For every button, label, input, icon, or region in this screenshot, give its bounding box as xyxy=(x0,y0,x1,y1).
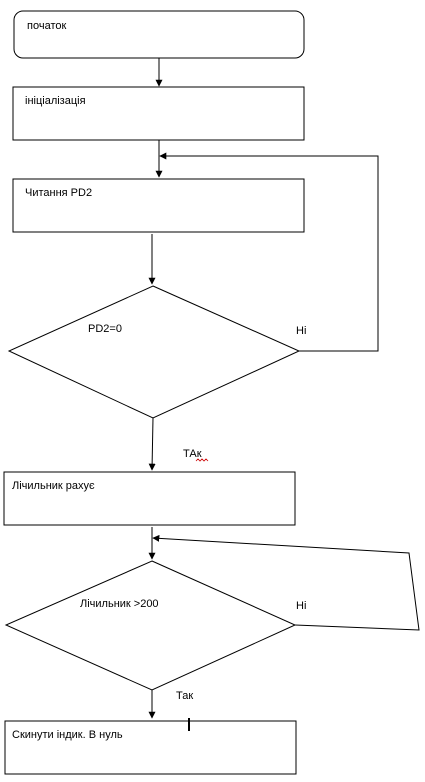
counter-yes-label: Так xyxy=(176,690,193,702)
counter-label: Лічильник рахує xyxy=(12,480,95,492)
counter-decision-label: Лічильник >200 xyxy=(80,598,159,610)
read-pd2-node xyxy=(12,178,305,233)
pd2-no-loop xyxy=(159,152,379,352)
init-label: ініціалізація xyxy=(25,95,86,107)
reset-label: Скинути індик. В нуль xyxy=(12,729,123,741)
counter-decision-node xyxy=(4,560,297,691)
start-node xyxy=(13,10,305,59)
read-pd2-label: Читання PD2 xyxy=(25,187,92,199)
pd2-yes-label: ТАк xyxy=(183,448,202,460)
counter-node xyxy=(3,471,296,526)
start-label: початок xyxy=(27,20,66,32)
counter-no-loop xyxy=(152,534,420,631)
pd2-decision-node xyxy=(7,285,301,419)
reset-node xyxy=(4,720,297,775)
spellcheck-underline xyxy=(195,458,209,462)
arrow-pd2-yes-to-count xyxy=(148,417,156,471)
pd2-decision-label: PD2=0 xyxy=(88,323,122,335)
pd2-no-label: Ні xyxy=(296,325,306,337)
counter-no-label: Ні xyxy=(296,600,306,612)
